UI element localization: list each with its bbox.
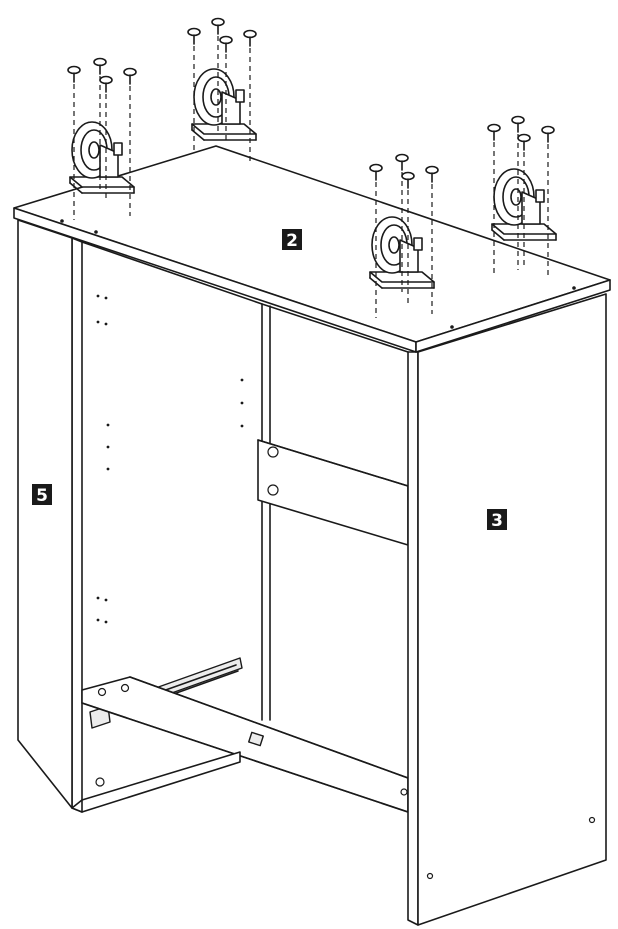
screw-set-back-right — [487, 115, 555, 276]
drawer-slide — [89, 657, 243, 729]
screw-set-front-right — [369, 153, 439, 318]
right-side-panel — [407, 293, 607, 926]
label-left-panel-text: 5 — [36, 486, 48, 506]
screw-set-front-left — [67, 57, 137, 220]
label-top-panel-text: 2 — [286, 231, 298, 251]
screw-set-back-left — [187, 17, 257, 162]
caster-back-left — [191, 68, 257, 141]
label-right-panel: 3 — [487, 509, 507, 531]
caster-front-right — [369, 216, 435, 289]
top-panel — [13, 145, 611, 353]
label-right-panel-text: 3 — [491, 511, 503, 531]
label-left-panel: 5 — [32, 484, 52, 506]
back-rail — [257, 439, 409, 546]
caster-front-left — [69, 121, 135, 194]
left-side-panel — [17, 219, 241, 813]
label-top-panel: 2 — [282, 229, 302, 251]
